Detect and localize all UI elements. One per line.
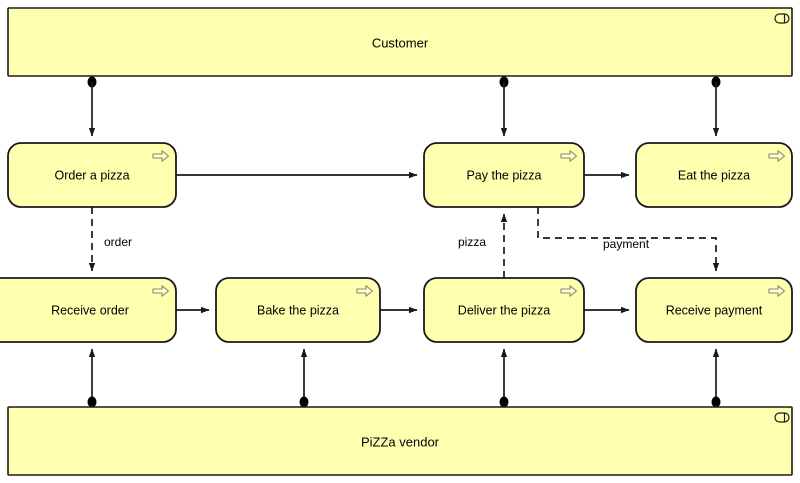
activity-deliver-the-pizza[interactable]: Deliver the pizza (423, 277, 585, 343)
pin-dot-receive-payment (711, 396, 721, 408)
activity-arrow-icon (152, 285, 170, 297)
lane-customer-rect[interactable] (7, 7, 793, 77)
pin-dot-deliver (499, 396, 509, 408)
activity-bake-the-pizza[interactable]: Bake the pizza (215, 277, 381, 343)
activity-arrow-icon (356, 285, 374, 297)
activity-receive-order[interactable]: Receive order (0, 277, 177, 343)
activity-eat-the-pizza-rect[interactable] (635, 142, 793, 208)
message-payment-label: payment (603, 237, 650, 251)
activity-arrow-icon (560, 150, 578, 162)
activity-receive-order-label: Receive order (51, 303, 129, 317)
activity-order-a-pizza[interactable]: Order a pizza (7, 142, 177, 208)
lane-partition-icon (774, 412, 790, 423)
message-pizza[interactable]: pizza (458, 213, 508, 278)
activity-pay-the-pizza[interactable]: Pay the pizza (423, 142, 585, 208)
activity-eat-the-pizza[interactable]: Eat the pizza (635, 142, 793, 208)
activity-eat-the-pizza-label: Eat the pizza (678, 168, 750, 182)
activity-arrow-icon (768, 150, 786, 162)
activity-receive-payment[interactable]: Receive payment (635, 277, 793, 343)
activity-arrow-icon (560, 285, 578, 297)
activity-arrow-icon (768, 285, 786, 297)
message-order-label: order (104, 235, 132, 249)
lane-pizza-vendor[interactable]: PiZZa vendor (7, 406, 793, 476)
activity-receive-payment-rect[interactable] (635, 277, 793, 343)
lane-pizza-vendor-rect[interactable] (7, 406, 793, 476)
pin-dot-receive-order (87, 396, 97, 408)
activity-pay-the-pizza-label: Pay the pizza (466, 168, 541, 182)
lane-customer[interactable]: Customer (7, 7, 793, 77)
lane-pizza-vendor-label: PiZZa vendor (361, 434, 440, 449)
activity-arrow-icon (152, 150, 170, 162)
message-payment[interactable]: payment (537, 207, 720, 272)
vendor-lane-pins (87, 396, 721, 408)
activity-receive-payment-label: Receive payment (666, 303, 763, 317)
message-pizza-label: pizza (458, 235, 486, 249)
pin-dot-bake (299, 396, 309, 408)
message-order[interactable]: order (88, 207, 132, 272)
activity-order-a-pizza-label: Order a pizza (54, 168, 129, 182)
customer-lane-pins (87, 76, 721, 88)
lane-customer-label: Customer (372, 35, 429, 50)
lane-partition-icon (774, 13, 790, 24)
activity-bake-the-pizza-label: Bake the pizza (257, 303, 339, 317)
activity-deliver-the-pizza-label: Deliver the pizza (458, 303, 550, 317)
